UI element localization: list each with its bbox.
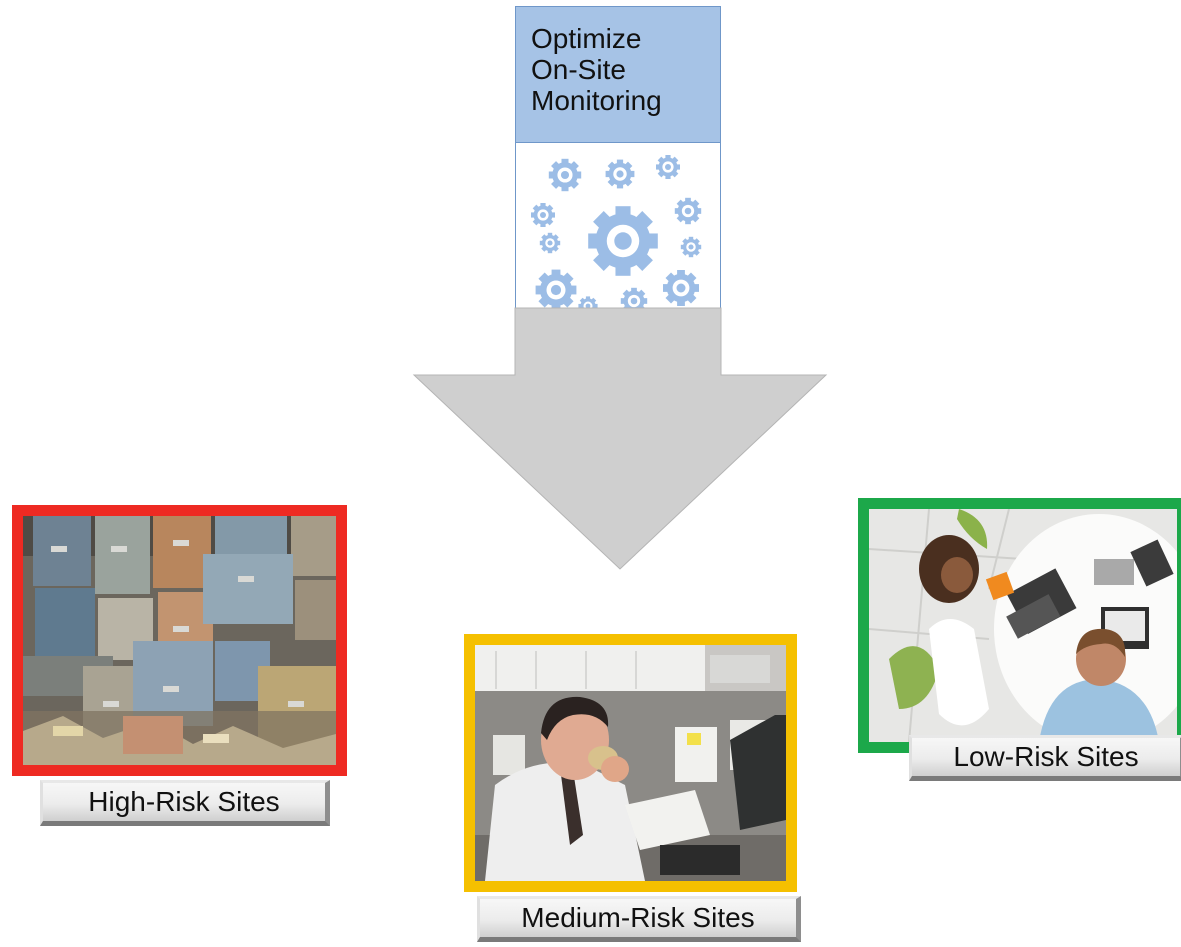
down-arrow-icon	[412, 307, 828, 570]
high-risk-photo	[12, 505, 347, 776]
gears-icon-box	[515, 143, 721, 308]
high-risk-label: High-Risk Sites	[40, 780, 330, 826]
process-title-line-2: On-Site	[531, 54, 626, 85]
process-title-box: Optimize On-Site Monitoring	[515, 6, 721, 143]
medium-risk-label: Medium-Risk Sites	[477, 896, 801, 942]
medium-risk-photo	[464, 634, 797, 892]
low-risk-photo	[858, 498, 1181, 753]
team-laptops-image	[869, 509, 1177, 742]
filing-cabinets-image	[23, 516, 336, 765]
low-risk-label: Low-Risk Sites	[909, 735, 1181, 781]
gears-icon	[531, 155, 702, 308]
process-title-line-3: Monitoring	[531, 85, 662, 116]
process-title-line-1: Optimize	[531, 23, 642, 54]
man-at-desk-image	[475, 645, 786, 881]
